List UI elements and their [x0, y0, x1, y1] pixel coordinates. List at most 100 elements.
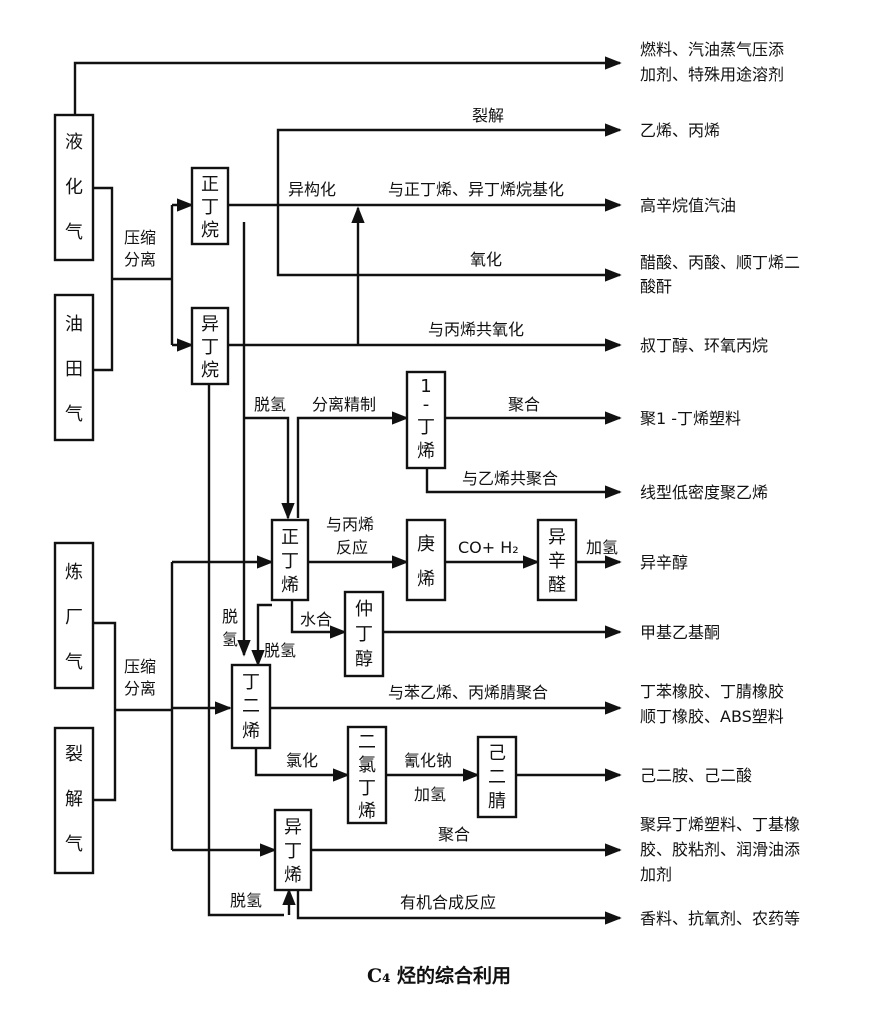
- label-separation-refining: 分离精制: [312, 395, 376, 414]
- svg-text:烷: 烷: [201, 360, 219, 381]
- svg-text:油: 油: [65, 314, 83, 335]
- label-compress-sep-2b: 分离: [124, 679, 156, 698]
- label-hydrogenation-2: 加氢: [414, 785, 446, 804]
- svg-text:丁: 丁: [201, 337, 219, 358]
- node-n-butene: 正 丁 烯: [270, 518, 310, 602]
- label-compress-sep-1b: 分离: [124, 250, 156, 269]
- svg-text:庚: 庚: [417, 534, 435, 555]
- output-acids-2: 酸酐: [640, 277, 672, 296]
- svg-text:-: -: [423, 394, 430, 415]
- label-hydration: 水合: [300, 610, 332, 629]
- label-co-h2: CO+ H₂: [458, 538, 519, 557]
- svg-text:丁: 丁: [417, 417, 435, 438]
- svg-text:腈: 腈: [488, 791, 506, 812]
- node-dichlorobutene: 二 氯 丁 烯: [346, 725, 388, 825]
- svg-text:厂: 厂: [65, 607, 83, 628]
- output-rubbers-1: 丁苯橡胶、丁腈橡胶: [640, 682, 784, 701]
- source-box-cracking: 裂 解 气: [53, 726, 95, 875]
- source-box-refinery: 炼 厂 气: [53, 541, 95, 690]
- svg-text:气: 气: [65, 404, 83, 425]
- node-i-butane: 异 丁 烷: [190, 306, 230, 386]
- svg-text:烯: 烯: [281, 575, 299, 596]
- output-tba-po: 叔丁醇、环氧丙烷: [640, 336, 768, 355]
- svg-text:炼: 炼: [65, 562, 83, 583]
- label-polymerization-1: 聚合: [508, 395, 540, 414]
- svg-text:丁: 丁: [284, 841, 302, 862]
- outputs: 燃料、汽油蒸气压添 加剂、特殊用途溶剂 乙烯、丙烯 高辛烷值汽油 醋酸、丙酸、顺…: [640, 40, 800, 928]
- svg-text:1: 1: [420, 376, 431, 397]
- svg-text:液: 液: [65, 132, 83, 153]
- output-hexamethylenediamine: 己二胺、己二酸: [640, 766, 752, 785]
- source-box-oilfield: 油 田 气: [53, 293, 95, 442]
- svg-text:田: 田: [65, 359, 83, 380]
- node-sec-butanol: 仲 丁 醇: [343, 590, 385, 678]
- svg-text:气: 气: [65, 834, 83, 855]
- label-hydrogenation-1: 加氢: [586, 538, 618, 557]
- svg-text:己: 己: [488, 743, 506, 764]
- node-isooctanal: 异 辛 醛: [536, 518, 578, 602]
- svg-text:丁: 丁: [281, 551, 299, 572]
- source-box-lpg: 液 化 气: [53, 113, 95, 262]
- output-polyisobutylene-2: 胶、胶粘剂、润滑油添: [640, 840, 800, 859]
- label-polymerization-2: 聚合: [438, 825, 470, 844]
- svg-text:醛: 醛: [548, 575, 566, 596]
- label-dehydrogenation-2b: 氢: [222, 630, 238, 649]
- svg-text:异: 异: [201, 314, 219, 335]
- svg-text:烯: 烯: [358, 801, 376, 822]
- output-polyisobutylene-1: 聚异丁烯塑料、丁基橡: [640, 815, 800, 834]
- svg-text:烯: 烯: [417, 441, 435, 462]
- label-dehydrogenation-3: 脱氢: [264, 641, 296, 660]
- label-sodium-cyanide: 氰化钠: [404, 751, 452, 770]
- svg-text:解: 解: [65, 789, 83, 810]
- output-lldpe: 线型低密度聚乙烯: [640, 483, 768, 502]
- svg-text:氯: 氯: [358, 755, 376, 776]
- output-ethylene-propylene: 乙烯、丙烯: [640, 121, 720, 140]
- svg-text:仲: 仲: [355, 599, 373, 620]
- output-rubbers-2: 顺丁橡胶、ABS塑料: [640, 707, 784, 726]
- svg-text:烯: 烯: [284, 865, 302, 886]
- label-alkylation: 与正丁烯、异丁烯烷基化: [388, 180, 564, 199]
- output-high-octane: 高辛烷值汽油: [640, 196, 736, 215]
- label-compress-sep-2a: 压缩: [124, 657, 156, 676]
- svg-text:二: 二: [358, 732, 376, 753]
- svg-text:烷: 烷: [201, 220, 219, 241]
- svg-text:正: 正: [281, 527, 299, 548]
- node-butadiene: 丁 二 烯: [230, 663, 272, 750]
- label-react-propylene-a: 与丙烯: [326, 515, 374, 534]
- diagram-caption: C₄ 烃的综合利用: [367, 964, 511, 987]
- node-1-butene: 1 - 丁 烯: [405, 370, 447, 470]
- svg-text:丁: 丁: [201, 197, 219, 218]
- svg-text:气: 气: [65, 652, 83, 673]
- output-mek: 甲基乙基酮: [640, 623, 720, 642]
- node-adiponitrile: 己 二 腈: [476, 735, 518, 819]
- label-copolymerization: 与乙烯共聚合: [462, 469, 558, 488]
- svg-text:醇: 醇: [355, 649, 373, 670]
- label-dehydrogenation-2a: 脱: [222, 607, 238, 626]
- output-isooctanol: 异辛醇: [640, 553, 688, 572]
- svg-text:化: 化: [65, 177, 83, 198]
- label-isomerization: 异构化: [288, 180, 336, 199]
- svg-text:异: 异: [284, 817, 302, 838]
- output-polyisobutylene-3: 加剂: [640, 865, 672, 884]
- node-heptene: 庚 烯: [405, 518, 447, 602]
- svg-text:异: 异: [548, 527, 566, 548]
- output-fuel-1: 燃料、汽油蒸气压添: [640, 40, 784, 59]
- svg-text:丁: 丁: [355, 624, 373, 645]
- output-acids-1: 醋酸、丙酸、顺丁烯二: [640, 253, 800, 272]
- output-fuel-2: 加剂、特殊用途溶剂: [640, 65, 784, 84]
- svg-text:二: 二: [242, 696, 260, 717]
- label-dehydrogenation-1: 脱氢: [254, 395, 286, 414]
- output-poly-1-butene: 聚1 -丁烯塑料: [640, 409, 741, 428]
- label-cracking: 裂解: [472, 106, 504, 125]
- label-styrene-acrylonitrile: 与苯乙烯、丙烯腈聚合: [388, 683, 548, 702]
- svg-text:辛: 辛: [548, 551, 566, 572]
- label-dehydrogenation-4: 脱氢: [230, 891, 262, 910]
- svg-text:正: 正: [201, 174, 219, 195]
- process-labels: 压缩 分离 裂解 异构化 与正丁烯、异丁烯烷基化 氧化 与丙烯共氧化 脱氢 分离…: [124, 106, 618, 912]
- svg-text:二: 二: [488, 767, 506, 788]
- connectors: [73, 56, 622, 925]
- svg-text:气: 气: [65, 222, 83, 243]
- svg-text:烯: 烯: [242, 721, 260, 742]
